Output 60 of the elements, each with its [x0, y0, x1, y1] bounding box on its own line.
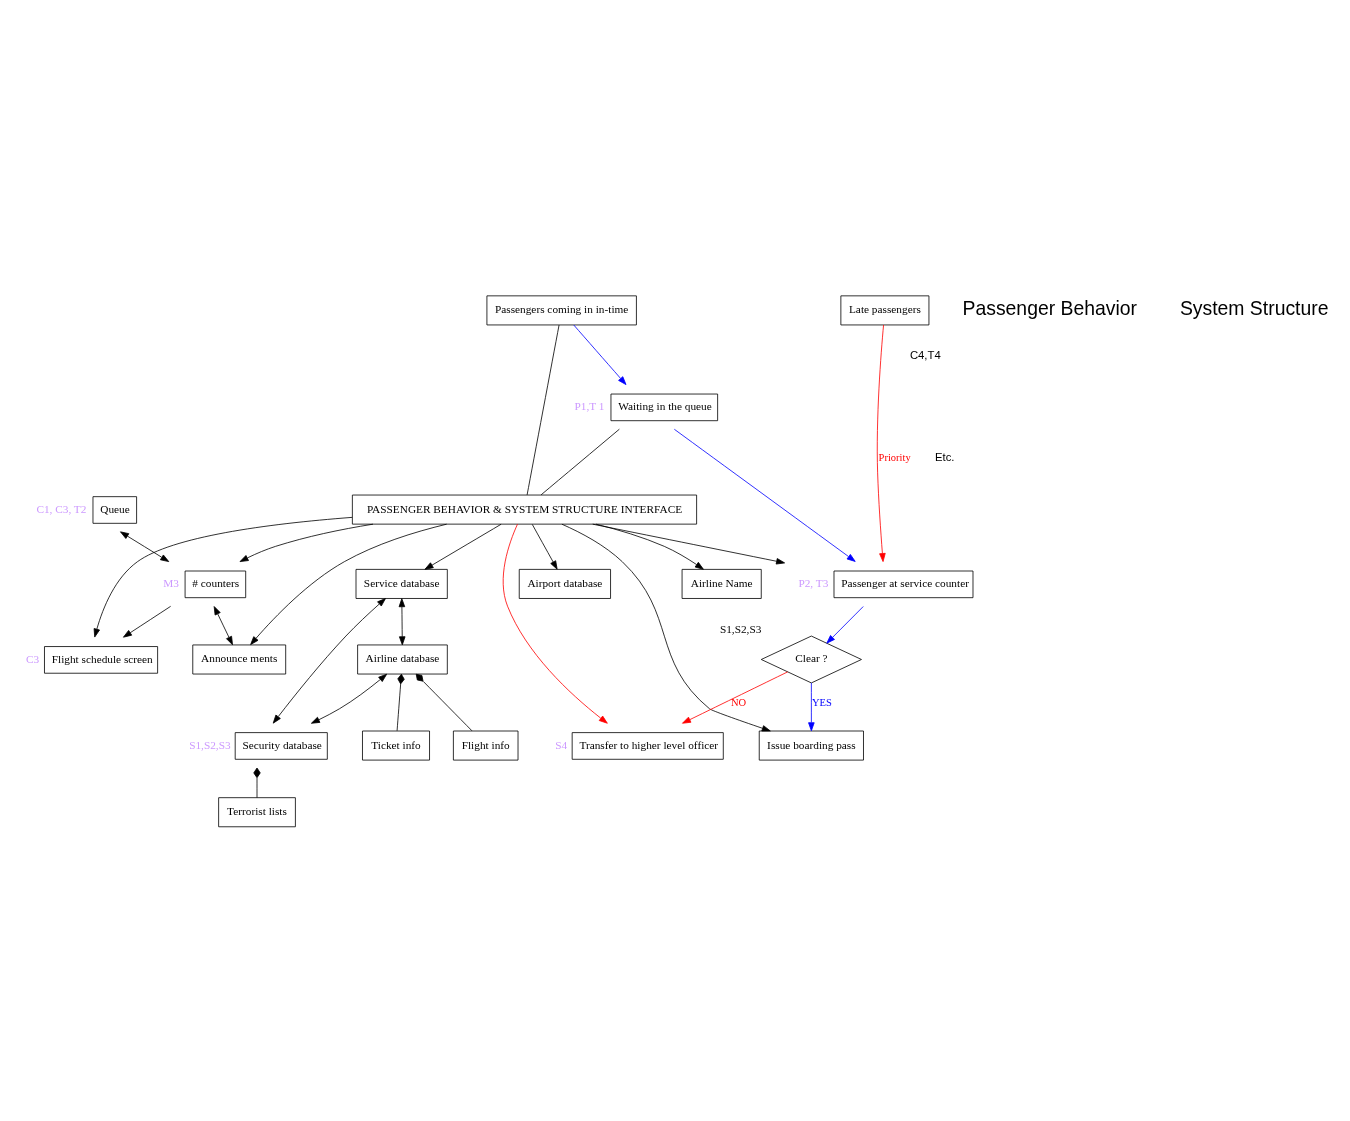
edge-label: Priority [878, 452, 911, 464]
arrow [93, 516, 353, 638]
arrow [561, 523, 771, 732]
node-label: S4 [555, 738, 568, 751]
arrow [876, 324, 886, 562]
arrow [573, 324, 627, 385]
node-box: Passenger at service counter [833, 570, 974, 599]
node-label: P1,T 1 [574, 400, 605, 413]
node-box: Passengers coming in in-time [486, 295, 637, 326]
node-label: P2, T3 [798, 577, 829, 590]
arrow [595, 523, 704, 570]
node-box: Announce ments [192, 644, 287, 675]
node-label: M3 [163, 577, 179, 590]
edge-label: NO [731, 696, 747, 708]
node-box: Waiting in the queue [610, 393, 719, 422]
arrow [120, 531, 170, 562]
label: System Structure [1179, 297, 1329, 320]
label: Etc. [934, 451, 955, 464]
arrow [272, 598, 386, 724]
arrow [502, 523, 608, 724]
arrow [213, 606, 233, 646]
node-box: # counters [184, 570, 247, 599]
arrow [826, 606, 864, 644]
node-box: Airline Name [681, 569, 762, 599]
node-label: C1, C3, T2 [36, 502, 87, 515]
node-box: Issue boarding pass [758, 730, 864, 761]
arrow [424, 523, 502, 570]
node-box: Ticket info [362, 730, 430, 761]
arrow [531, 524, 558, 570]
connector [540, 428, 620, 496]
arrow [682, 671, 789, 724]
connector [396, 673, 405, 732]
connector [415, 673, 473, 732]
arrow [808, 682, 815, 732]
node-box: Queue [92, 496, 137, 524]
node-box: Security database [234, 732, 328, 760]
connector [526, 324, 560, 496]
node-box: Airport database [518, 569, 611, 599]
arrow [123, 605, 172, 638]
arrow [592, 523, 785, 565]
node-label: C3 [25, 652, 40, 665]
node-box: Transfer to higher level officer [571, 732, 724, 760]
node-box: Service database [355, 569, 448, 599]
node-box: Airline database [357, 644, 448, 675]
node-label: S1,S2,S3 [719, 622, 762, 635]
edge-label: YES [811, 696, 832, 708]
arrow [310, 673, 388, 724]
arrow [239, 523, 374, 563]
node-box: Flight info [452, 730, 519, 761]
node-box: PASSENGER BEHAVIOR & SYSTEM STRUCTURE INTERFACE [351, 494, 698, 525]
node-box: Flight schedule screen [44, 646, 159, 674]
arrow [673, 428, 856, 562]
arrow [250, 523, 448, 645]
label: Passenger Behavior [962, 297, 1137, 320]
connector [253, 767, 261, 798]
node-box: Terrorist lists [218, 797, 296, 828]
node-label: S1,S2,S3 [189, 738, 231, 751]
node-box: Late passengers [840, 295, 930, 326]
arrow [398, 598, 406, 646]
label: C4,T4 [909, 348, 941, 361]
